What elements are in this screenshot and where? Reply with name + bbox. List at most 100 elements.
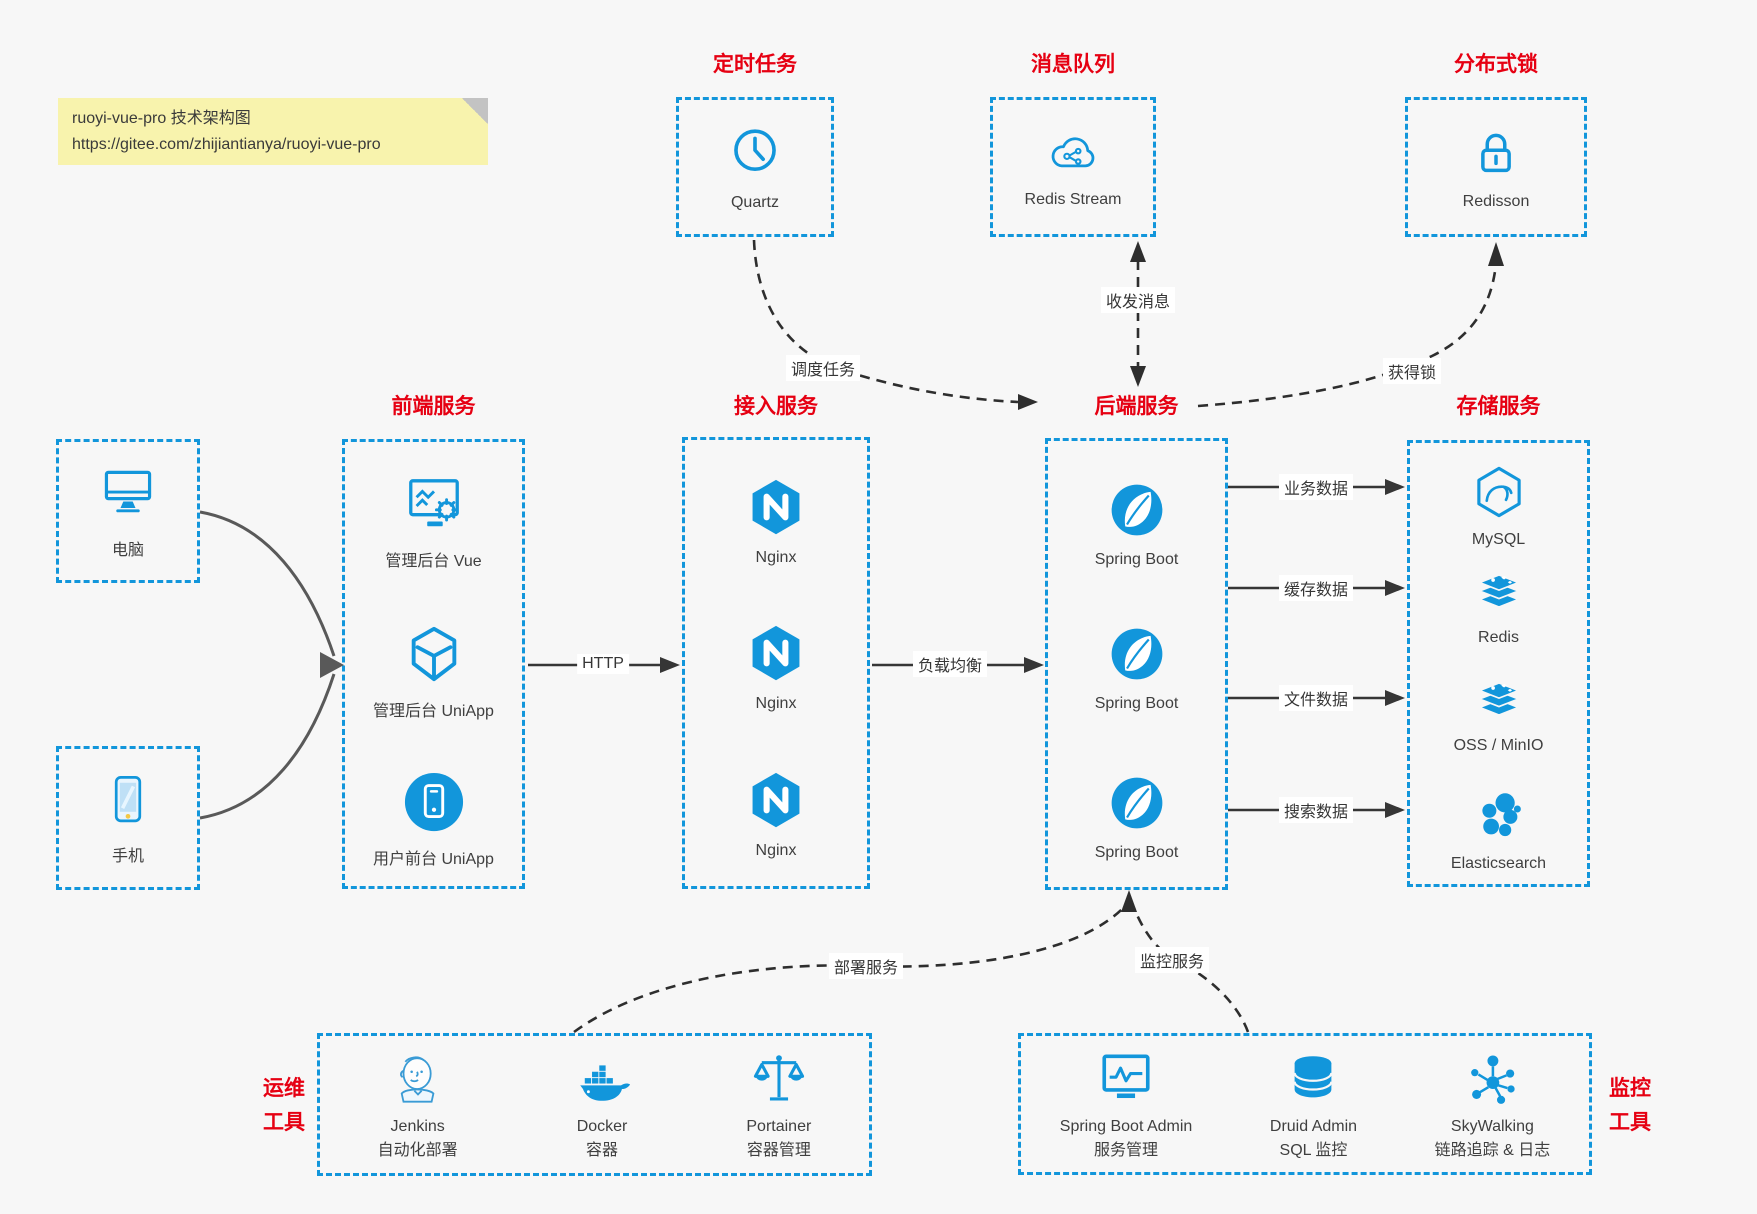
redis-stream-node: Redis Stream [1025, 126, 1121, 209]
nginx-label-3: Nginx [755, 842, 797, 859]
docker-icon [573, 1050, 631, 1113]
portainer-desc: 容器管理 [746, 1142, 811, 1159]
springboot-admin-name: Spring Boot Admin [1059, 1118, 1193, 1135]
mysql-node: MySQL [1410, 464, 1587, 549]
portainer-name: Portainer [746, 1118, 812, 1135]
nginx-node-1: Nginx [685, 477, 867, 567]
edge-label-message: 收发消息 [1100, 287, 1176, 313]
oss-minio-node: OSS / MinIO [1410, 672, 1587, 755]
docker-desc: 容器 [586, 1142, 619, 1159]
pc-client-node: 电脑 [98, 463, 158, 560]
backend-box: Spring Boot Spring Boot Spring Boot [1045, 438, 1228, 890]
mobile-app-circle-icon [403, 771, 465, 838]
springboot-admin-node: Spring Boot Admin 服务管理 [1059, 1036, 1193, 1161]
elasticsearch-icon [1471, 788, 1527, 849]
edge-label-business-data: 业务数据 [1278, 474, 1354, 500]
column-title-backend: 后端服务 [1094, 395, 1179, 418]
mobile-client-box: 手机 [56, 746, 200, 890]
nginx-label-1: Nginx [755, 549, 797, 566]
edge-label-monitor: 监控服务 [1134, 947, 1210, 973]
scales-icon [750, 1050, 808, 1113]
edge-label-file-data: 文件数据 [1278, 685, 1354, 711]
side-title-ops-line2: 工具 [263, 1111, 305, 1134]
redisson-box: Redisson [1405, 97, 1587, 237]
edge-label-http: HTTP [577, 654, 629, 674]
frontend-userapp-node: 用户前台 UniApp [345, 771, 522, 869]
mysql-label: MySQL [1471, 531, 1526, 548]
monitor-chart-icon [1097, 1050, 1155, 1113]
springboot-label-1: Spring Boot [1094, 551, 1179, 568]
column-title-gateway: 接入服务 [734, 395, 818, 418]
druid-desc: SQL 监控 [1279, 1142, 1348, 1159]
column-title-frontend: 前端服务 [391, 395, 476, 418]
nginx-icon [746, 770, 806, 835]
group-title-message-queue: 消息队列 [1031, 53, 1115, 76]
spring-boot-icon [1108, 625, 1166, 688]
ops-tools-box: Jenkins 自动化部署 Docker 容器 Portainer 容器管理 [317, 1033, 872, 1176]
springboot-node-3: Spring Boot [1048, 774, 1225, 862]
springboot-admin-desc: 服务管理 [1094, 1142, 1159, 1159]
redisson-node: Redisson [1462, 124, 1530, 211]
springboot-node-2: Spring Boot [1048, 625, 1225, 713]
edge-label-load-balance: 负载均衡 [912, 651, 988, 677]
edge-label-search-data: 搜索数据 [1278, 797, 1354, 823]
mysql-icon [1471, 464, 1527, 525]
elasticsearch-node: Elasticsearch [1410, 788, 1587, 873]
database-icon [1285, 1050, 1341, 1113]
phone-icon [99, 771, 157, 834]
edge-label-deploy: 部署服务 [828, 953, 904, 979]
redis-label: Redis [1478, 629, 1519, 646]
nginx-icon [746, 623, 806, 688]
springboot-node-1: Spring Boot [1048, 481, 1225, 569]
elasticsearch-label: Elasticsearch [1450, 855, 1547, 872]
pc-client-label: 电脑 [111, 541, 144, 559]
frontend-box: 管理后台 Vue 管理后台 UniApp 用户前台 UniApp [342, 439, 525, 889]
springboot-label-2: Spring Boot [1094, 695, 1179, 712]
edge-label-cache-data: 缓存数据 [1278, 575, 1354, 601]
object-storage-icon [1472, 672, 1526, 731]
storage-box: MySQL Redis OSS / MinIO Elasticsearch [1407, 440, 1590, 887]
column-title-storage: 存储服务 [1456, 395, 1541, 418]
sticky-note: ruoyi-vue-pro 技术架构图 https://gitee.com/zh… [58, 98, 488, 165]
nginx-node-2: Nginx [685, 623, 867, 713]
docker-name: Docker [576, 1118, 628, 1135]
jenkins-icon [389, 1050, 447, 1113]
side-title-monitor-line2: 工具 [1609, 1111, 1651, 1134]
skywalking-desc: 链路追踪 & 日志 [1434, 1142, 1551, 1159]
note-title: ruoyi-vue-pro 技术架构图 [72, 110, 251, 127]
frontend-uniapp-label: 管理后台 UniApp [373, 703, 494, 720]
spring-boot-icon [1108, 774, 1166, 837]
note-fold-corner [462, 98, 488, 124]
network-nodes-icon [1463, 1050, 1521, 1113]
quartz-node: Quartz [726, 123, 784, 212]
side-title-monitor: 监控 工具 [1602, 1072, 1658, 1140]
springboot-label-3: Spring Boot [1094, 844, 1179, 861]
redis-stream-box: Redis Stream [990, 97, 1156, 237]
monitor-tools-box: Spring Boot Admin 服务管理 Druid Admin SQL 监… [1018, 1033, 1592, 1175]
nginx-icon [746, 477, 806, 542]
nginx-node-3: Nginx [685, 770, 867, 860]
oss-minio-label: OSS / MinIO [1453, 737, 1544, 754]
client-arrowhead [320, 652, 344, 678]
frontend-vue-node: 管理后台 Vue [345, 475, 522, 571]
gateway-box: Nginx Nginx Nginx [682, 437, 870, 889]
jenkins-name: Jenkins [390, 1118, 445, 1135]
skywalking-node: SkyWalking 链路追踪 & 日志 [1434, 1036, 1551, 1161]
note-url: https://gitee.com/zhijiantianya/ruoyi-vu… [72, 136, 381, 153]
jenkins-node: Jenkins 自动化部署 [378, 1036, 458, 1161]
redis-icon [1472, 564, 1526, 623]
mobile-client-node: 手机 [99, 771, 157, 866]
cube-icon [403, 623, 465, 690]
group-title-distributed-lock: 分布式锁 [1454, 53, 1538, 76]
jenkins-desc: 自动化部署 [377, 1142, 458, 1159]
solid-arrows [528, 485, 1385, 812]
spring-boot-icon [1108, 481, 1166, 544]
redisson-label: Redisson [1462, 192, 1530, 210]
edge-label-schedule: 调度任务 [785, 355, 861, 381]
frontend-vue-label: 管理后台 Vue [385, 553, 482, 570]
side-title-ops: 运维 工具 [256, 1072, 312, 1140]
edge-label-lock: 获得锁 [1382, 358, 1442, 384]
desktop-icon [98, 463, 158, 528]
pc-client-box: 电脑 [56, 439, 200, 583]
